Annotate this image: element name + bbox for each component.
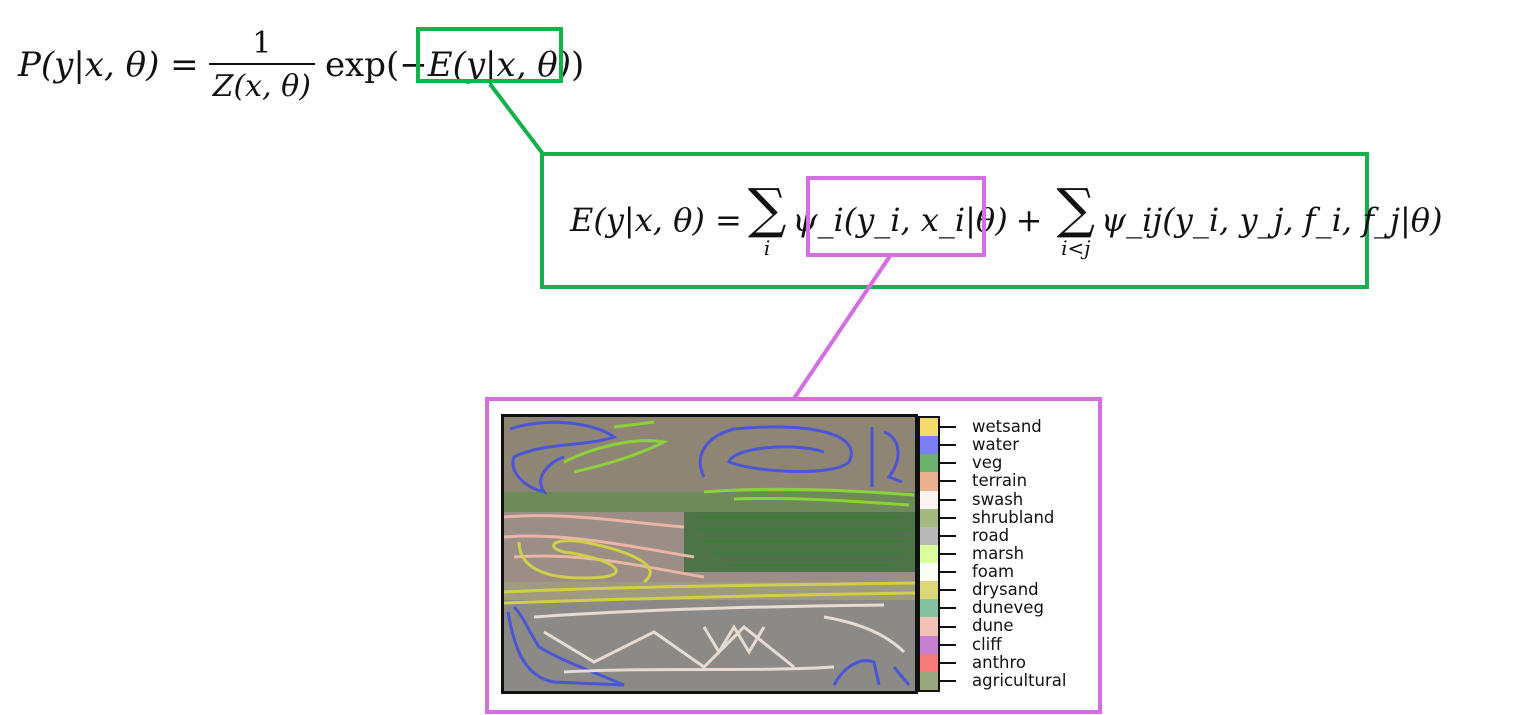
colorbar-tick <box>940 462 956 465</box>
unary-sum: ∑ i <box>747 177 787 260</box>
colorbar-tick <box>940 571 956 574</box>
colorbar-swatch <box>920 544 938 563</box>
energy-definition-box <box>540 152 1369 289</box>
segmentation-figure-box <box>485 397 1102 714</box>
colorbar-swatch <box>920 490 938 509</box>
colorbar-label: dune <box>972 616 1014 636</box>
colorbar-swatch <box>920 563 938 582</box>
colorbar-label: marsh <box>972 543 1025 563</box>
colorbar-label: drysand <box>972 580 1039 600</box>
probability-equation: P(y|x, θ) = 1 Z(x, θ) exp(− E(y|x, θ) ) <box>18 20 584 110</box>
sum-symbol: ∑ <box>1056 177 1096 240</box>
energy-lhs: E(y|x, θ) = <box>570 201 742 239</box>
pairwise-potential: ψ_ij(y_i, y_j, f_i, f_j|θ) <box>1101 201 1443 239</box>
colorbar-label: veg <box>972 453 1003 473</box>
aerial-image-with-annotations <box>504 417 915 691</box>
sum-subscript: i<j <box>1061 236 1091 260</box>
fraction: 1 Z(x, θ) <box>208 26 315 104</box>
colorbar <box>918 416 940 692</box>
colorbar-label: cliff <box>972 634 1002 654</box>
colorbar-swatch <box>920 454 938 473</box>
colorbar-label: swash <box>972 489 1024 509</box>
colorbar-tick <box>940 426 956 429</box>
colorbar-swatch <box>920 472 938 491</box>
colorbar-tick <box>940 625 956 628</box>
colorbar-label: duneveg <box>972 598 1044 618</box>
colorbar-tick <box>940 607 956 610</box>
colorbar-ticks <box>940 416 960 692</box>
colorbar-swatch <box>920 526 938 545</box>
probability-lhs: P(y|x, θ) = <box>18 45 199 85</box>
colorbar-tick <box>940 661 956 664</box>
colorbar-label: terrain <box>972 471 1028 491</box>
sum-symbol: ∑ <box>747 177 787 240</box>
colorbar-swatch <box>920 418 938 437</box>
colorbar-label: anthro <box>972 652 1027 672</box>
colorbar-tick <box>940 589 956 592</box>
fraction-numerator: 1 <box>252 26 272 61</box>
colorbar-tick <box>940 480 956 483</box>
colorbar-tick <box>940 516 956 519</box>
colorbar-label: water <box>972 435 1020 455</box>
colorbar-tick <box>940 444 956 447</box>
exp-open: exp(− <box>324 45 428 85</box>
energy-equation: E(y|x, θ) = ∑ i ψ_i(y_i, x_i|θ) + ∑ i<j … <box>570 170 1443 270</box>
colorbar-swatch <box>920 635 938 654</box>
colorbar-label: road <box>972 525 1010 545</box>
unary-potential: ψ_i(y_i, x_i|θ) <box>792 201 1008 239</box>
colorbar-label: foam <box>972 562 1015 581</box>
colorbar-tick <box>940 679 956 682</box>
sum-subscript: i <box>763 236 771 260</box>
fraction-denominator: Z(x, θ) <box>208 63 315 104</box>
colorbar-swatch <box>920 671 938 690</box>
colorbar-label: agricultural <box>972 670 1067 690</box>
colorbar-swatch <box>920 617 938 636</box>
colorbar-swatch <box>920 508 938 527</box>
energy-highlight-box <box>416 27 563 83</box>
colorbar-tick <box>940 534 956 537</box>
energy-term: E(y|x, θ) <box>427 45 572 85</box>
pairwise-sum: ∑ i<j <box>1056 177 1096 260</box>
colorbar-tick <box>940 643 956 646</box>
colorbar-swatch <box>920 436 938 455</box>
segmentation-image <box>501 414 918 694</box>
colorbar-label: shrubland <box>972 507 1055 527</box>
unary-highlight-box <box>806 176 986 257</box>
plus-sign: + <box>1015 201 1043 239</box>
exp-close: ) <box>571 45 585 85</box>
colorbar-tick <box>940 498 956 501</box>
colorbar-swatch <box>920 599 938 618</box>
colorbar-tick <box>940 553 956 555</box>
colorbar-label: wetsand <box>972 417 1042 436</box>
colorbar-swatch <box>920 581 938 600</box>
colorbar-swatch <box>920 653 938 672</box>
